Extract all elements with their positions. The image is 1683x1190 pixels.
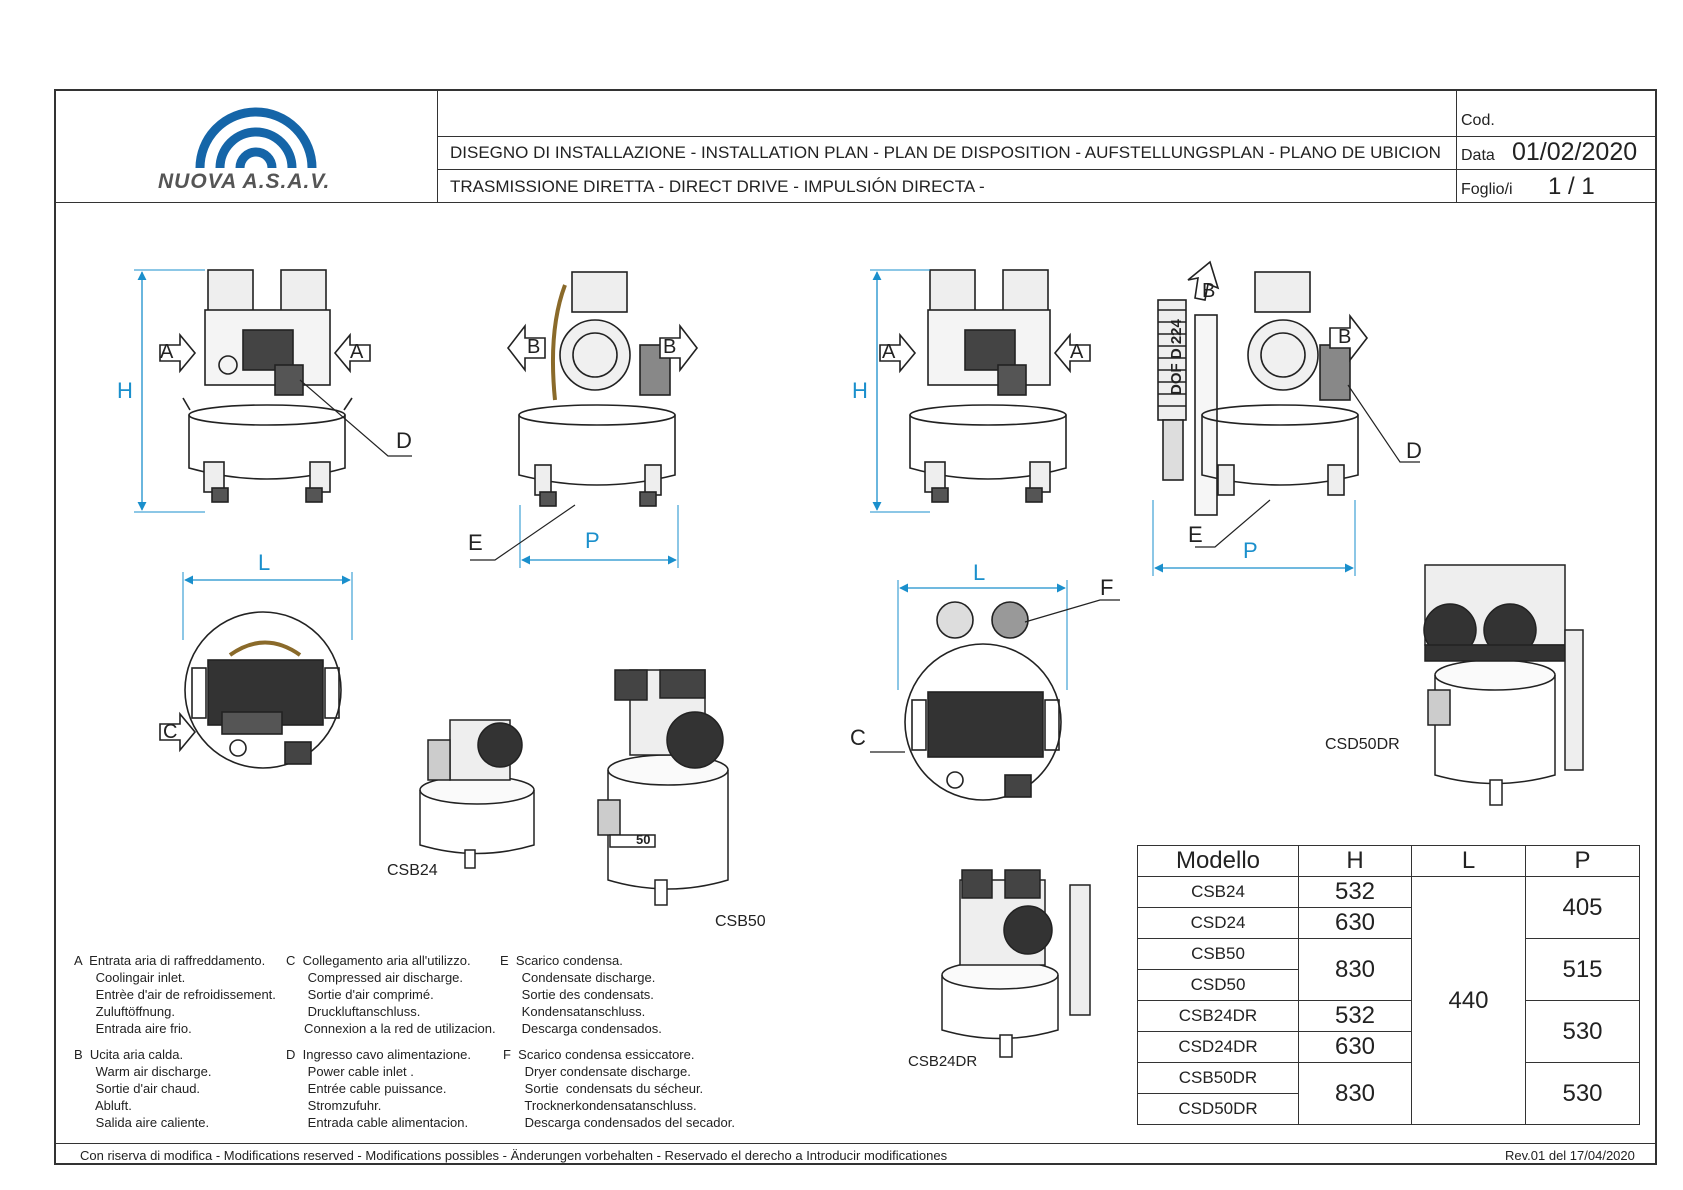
caption-csb24dr: CSB24DR <box>908 1053 978 1070</box>
tank-label: 50 <box>636 832 651 847</box>
dim-p-2: P <box>1243 538 1258 563</box>
dim-h-2: H <box>852 378 868 403</box>
h-cell: 630 <box>1298 1031 1412 1063</box>
model-cell: CSB50DR <box>1137 1062 1299 1094</box>
callout-b-right-2: B <box>1338 326 1352 348</box>
h-cell: 830 <box>1298 1062 1412 1125</box>
table-row: CSD50DR <box>1137 1093 1640 1125</box>
legend-e: E Scarico condensa. Condensate discharge… <box>500 953 662 1036</box>
view-side-dryer <box>1157 271 1359 516</box>
callout-b-right: B <box>663 336 677 358</box>
callout-b-dryer: B <box>1202 280 1216 302</box>
callout-c-2: C <box>850 725 866 750</box>
table-row: CSD24 630 <box>1137 907 1640 939</box>
title-line-2: TRASMISSIONE DIRETTA - DIRECT DRIVE - IM… <box>450 177 985 196</box>
h-cell: 630 <box>1298 907 1412 939</box>
model-cell: CSD24DR <box>1137 1031 1299 1063</box>
iso-csb50 <box>597 669 729 906</box>
foglio-label: Foglio/i <box>1461 181 1513 198</box>
model-cell: CSD50DR <box>1137 1093 1299 1125</box>
footer-disclaimer: Con riserva di modifica - Modifications … <box>80 1148 948 1163</box>
logo-text: NUOVA A.S.A.V. <box>158 170 331 193</box>
drawing-frame <box>54 89 1657 1165</box>
legend-f: F Scarico condensa essiccatore. Dryer co… <box>503 1047 735 1130</box>
callout-b-left: B <box>527 336 541 358</box>
h-cell: 532 <box>1298 876 1412 908</box>
callout-d-1: D <box>396 428 412 453</box>
dimensions-table: Modello H L P CSB24 532 440 405 CSD24 63… <box>1137 845 1640 1125</box>
callout-d-2: D <box>1406 438 1422 463</box>
table-row: CSB50 830 515 <box>1137 938 1640 1001</box>
callout-e-2: E <box>1188 522 1203 547</box>
legend-b: B Ucita aria calda. Warm air discharge. … <box>74 1047 212 1130</box>
p-cell: 515 <box>1525 938 1640 1001</box>
model-cell: CSB24DR <box>1137 1000 1299 1032</box>
view-side-single <box>518 271 676 507</box>
table-row: CSB24DR 532 530 <box>1137 1000 1640 1063</box>
meta-divider <box>1456 89 1457 202</box>
footer-line <box>54 1143 1657 1144</box>
legend-c: C Collegamento aria all'utilizzo. Compre… <box>286 953 496 1036</box>
callout-a-left-1: A <box>160 341 174 363</box>
l-cell: 440 <box>1411 876 1526 1125</box>
p-cell: 530 <box>1525 1062 1640 1125</box>
title-line-1: DISEGNO DI INSTALLAZIONE - INSTALLATION … <box>450 143 1441 162</box>
view-front-dryer <box>909 269 1067 503</box>
col-h: H <box>1298 845 1412 877</box>
col-l: L <box>1411 845 1526 877</box>
iso-csb24 <box>419 719 535 869</box>
caption-csd50dr: CSD50DR <box>1325 736 1400 753</box>
header-line-1 <box>437 136 1657 137</box>
col-modello: Modello <box>1137 845 1299 877</box>
h-cell: 830 <box>1298 938 1412 1001</box>
logo-divider <box>437 89 438 202</box>
caption-csb50: CSB50 <box>715 913 766 930</box>
callout-a-right-1: A <box>350 341 364 363</box>
p-cell: 405 <box>1525 876 1640 939</box>
model-cell: CSD24 <box>1137 907 1299 939</box>
p-cell: 530 <box>1525 1000 1640 1063</box>
header-line-2 <box>437 169 1657 170</box>
callout-e-1: E <box>468 530 483 555</box>
col-p: P <box>1525 845 1640 877</box>
callout-a-right-2: A <box>1070 341 1084 363</box>
dryer-label: DOF D 224 <box>1168 319 1185 395</box>
iso-csb24dr <box>941 869 1091 1058</box>
footer-revision: Rev.01 del 17/04/2020 <box>1505 1148 1635 1163</box>
model-cell: CSD50 <box>1137 969 1299 1001</box>
callout-c-1: C <box>163 721 178 743</box>
callout-a-left-2: A <box>882 341 896 363</box>
sheet-value: 1 / 1 <box>1548 173 1595 200</box>
data-label: Data <box>1461 147 1495 164</box>
date-value: 01/02/2020 <box>1512 138 1638 166</box>
cod-label: Cod. <box>1461 112 1495 129</box>
dim-p-1: P <box>585 528 600 553</box>
caption-csb24: CSB24 <box>387 862 438 879</box>
h-cell: 532 <box>1298 1000 1412 1032</box>
view-top-dryer <box>904 601 1062 801</box>
callout-f: F <box>1100 575 1114 600</box>
view-front-single <box>182 269 353 503</box>
header-bottom-line <box>54 202 1657 203</box>
table-row: CSB50DR 830 530 <box>1137 1062 1640 1125</box>
view-top-single <box>184 611 342 769</box>
model-cell: CSB24 <box>1137 876 1299 908</box>
dim-l-1: L <box>258 550 271 575</box>
table-row: CSB24 532 440 405 <box>1137 876 1640 1125</box>
dim-h-1: H <box>117 378 133 403</box>
dim-l-2: L <box>973 560 986 585</box>
model-cell: CSB50 <box>1137 938 1299 970</box>
legend-a: A Entrata aria di raffreddamento. Coolin… <box>74 953 276 1036</box>
iso-csd50dr <box>1423 564 1584 806</box>
legend-d: D Ingresso cavo alimentazione. Power cab… <box>286 1047 471 1130</box>
